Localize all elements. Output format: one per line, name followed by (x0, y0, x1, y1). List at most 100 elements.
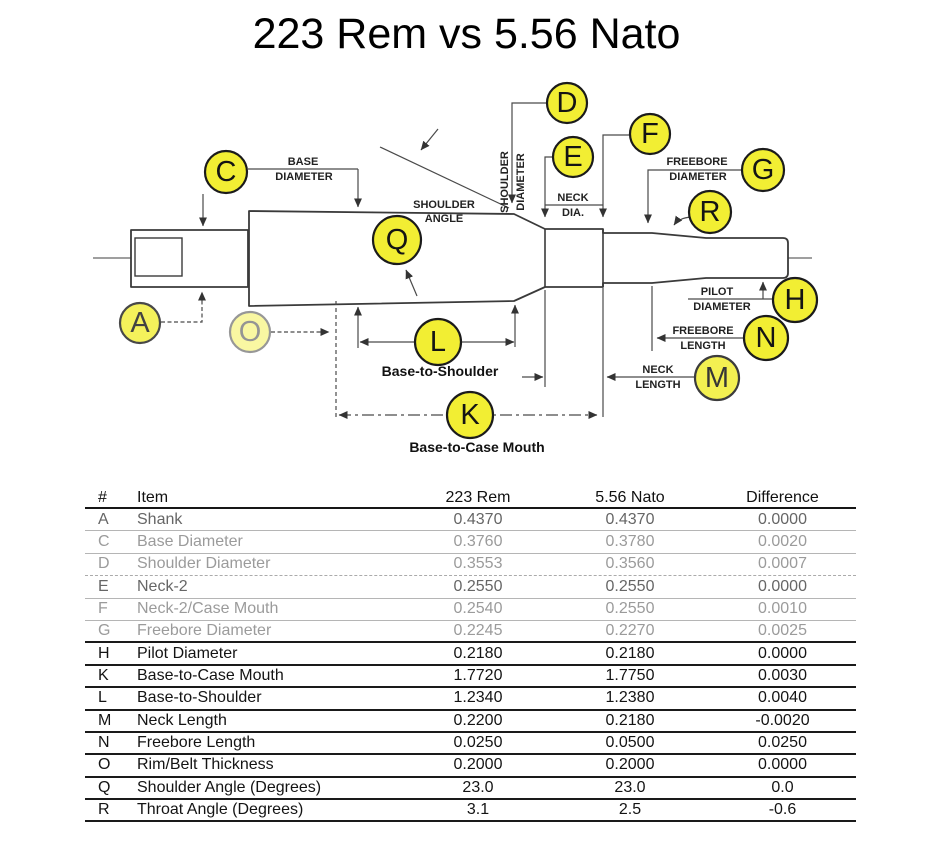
table-cell-diff: -0.0020 (755, 711, 810, 729)
badge-q-letter: Q (386, 224, 409, 256)
table-cell-nato: 1.2380 (605, 689, 655, 707)
badge-m: M (693, 354, 741, 402)
table-cell-item: Freebore Diameter (137, 622, 272, 640)
table-cell-nato: 1.7750 (605, 666, 655, 684)
label-freebore-dia-2: DIAMETER (669, 171, 727, 183)
table-cell-diff: 0.0000 (758, 577, 807, 595)
label-shoulder-dia-2: DIAMETER (515, 153, 527, 211)
col-header-diff: Difference (746, 488, 819, 506)
label-neck-dia: NECK (557, 192, 588, 204)
label-shoulder-dia: SHOULDER (499, 151, 511, 213)
table-cell-diff: 0.0007 (758, 555, 807, 573)
badge-r-letter: R (700, 196, 721, 228)
table-cell-item: Neck-2 (137, 577, 188, 595)
col-header-nato: 5.56 Nato (595, 488, 665, 506)
table-cell-item: Base-to-Shoulder (137, 689, 262, 707)
table-cell-diff: 0.0000 (758, 510, 807, 528)
dimension-arrows (161, 102, 772, 419)
table-cell-num: C (98, 533, 110, 551)
badge-c: C (203, 149, 249, 195)
table-cell-rem: 0.2550 (453, 577, 503, 595)
table-cell-num: E (98, 577, 109, 595)
table-cell-nato: 2.5 (618, 801, 642, 819)
label-pilot-2: DIAMETER (693, 301, 751, 313)
table-cell-rem: 0.2540 (453, 600, 503, 618)
badge-d-letter: D (557, 87, 578, 119)
table-cell-nato: 0.3780 (605, 533, 655, 551)
table-cell-num: K (98, 666, 109, 684)
table-cell-num: O (98, 756, 111, 774)
table-cell-nato: 0.2180 (605, 711, 655, 729)
badge-h-letter: H (785, 284, 806, 316)
rim-detail (134, 237, 183, 277)
table-cell-item: Neck Length (137, 711, 227, 729)
label-shoulder-angle-2: ANGLE (425, 213, 464, 225)
label-freebore-len: FREEBORE (672, 325, 733, 337)
datum-lines (335, 286, 653, 420)
badge-g: G (740, 147, 786, 193)
table-cell-num: D (98, 555, 110, 573)
throat-angle-leader (673, 215, 692, 226)
table-cell-item: Throat Angle (Degrees) (137, 801, 304, 819)
angle-pointer-arrow (420, 128, 439, 151)
shoulder-angle-line (379, 146, 510, 209)
table-cell-rem: 0.2000 (453, 756, 503, 774)
table-cell-diff: 0.0 (771, 778, 794, 796)
table-cell-nato: 23.0 (614, 778, 646, 796)
table-cell-num: A (98, 510, 109, 528)
label-base-2: DIAMETER (275, 171, 333, 183)
badge-k: K (445, 390, 495, 440)
table-cell-num: F (98, 600, 108, 618)
table-cell-item: Freebore Length (137, 734, 256, 752)
table-cell-num: N (98, 734, 110, 752)
table-row: E Neck-2 0.2550 0.2550 0.0000 (85, 576, 856, 599)
label-neck-len-2: LENGTH (635, 379, 680, 391)
table-cell-nato: 0.2550 (605, 577, 655, 595)
label-freebore-dia: FREEBORE (666, 156, 727, 168)
table-cell-item: Base-to-Case Mouth (137, 666, 284, 684)
badge-l: L (413, 317, 463, 367)
label-freebore-len-2: LENGTH (680, 340, 725, 352)
badge-d: D (545, 81, 589, 125)
table-cell-diff: 0.0000 (758, 756, 807, 774)
badge-k-letter: K (460, 399, 480, 431)
cartridge-diagram: BASE DIAMETER SHOULDER ANGLE SHOULDER DI… (93, 81, 819, 455)
col-header-item: Item (137, 488, 169, 506)
table-cell-nato: 0.3560 (605, 555, 655, 573)
table-cell-nato: 0.2550 (605, 600, 655, 618)
shoulder-angle-arrow (405, 269, 418, 297)
badge-q: Q (371, 214, 423, 266)
label-pilot: PILOT (701, 286, 734, 298)
table-cell-diff: 0.0250 (758, 734, 807, 752)
table-cell-nato: 0.0500 (605, 734, 655, 752)
table-cell-nato: 0.4370 (605, 510, 655, 528)
label-neck-len: NECK (642, 364, 673, 376)
table-cell-nato: 0.2270 (605, 622, 655, 640)
badge-m-letter: M (705, 362, 729, 394)
table-cell-diff: 0.0020 (758, 533, 807, 551)
table-cell-rem: 0.2180 (453, 644, 503, 662)
table-cell-diff: 0.0000 (758, 644, 807, 662)
table-cell-nato: 0.2180 (605, 644, 655, 662)
base-diameter-leader (248, 168, 358, 207)
table-cell-item: Neck-2/Case Mouth (137, 600, 279, 618)
table-cell-item: Base Diameter (137, 533, 243, 551)
page-title: 223 Rem vs 5.56 Nato (252, 10, 681, 58)
badge-n-letter: N (756, 322, 777, 354)
table-cell-rem: 3.1 (466, 801, 490, 819)
table-cell-rem: 0.2200 (453, 711, 503, 729)
badge-e-letter: E (563, 141, 582, 173)
table-cell-nato: 0.2000 (605, 756, 655, 774)
table-cell-item: Shoulder Angle (Degrees) (137, 778, 322, 796)
